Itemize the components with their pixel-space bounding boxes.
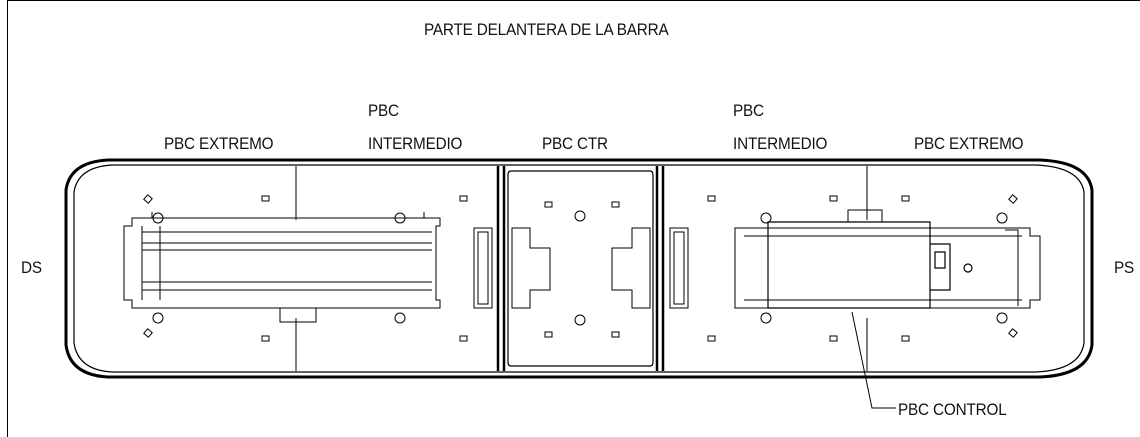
label-control-board: PBC CONTROL xyxy=(898,400,1007,419)
housing-outer xyxy=(64,158,1094,379)
right-bracket xyxy=(734,209,1041,309)
mounting-holes xyxy=(152,210,1008,326)
label-center-board: PBC CTR xyxy=(542,134,608,153)
small-clips xyxy=(143,194,1018,342)
control-board xyxy=(767,221,973,309)
section-dividers xyxy=(496,166,665,371)
board-seams xyxy=(295,166,868,371)
side-label-ps: PS xyxy=(1114,258,1135,277)
label-left-end-board: PBC EXTREMO xyxy=(164,134,274,153)
center-trim xyxy=(507,170,654,367)
label-right-mid-board-line2: INTERMEDIO xyxy=(733,134,828,153)
frame-left-border xyxy=(7,0,8,437)
control-leader-line xyxy=(851,311,896,409)
label-right-mid-board-line1: PBC xyxy=(733,101,764,120)
side-label-ds: DS xyxy=(21,258,42,277)
front-of-bar-title: PARTE DELANTERA DE LA BARRA xyxy=(424,20,669,39)
left-bracket xyxy=(123,212,441,323)
divider-tabs xyxy=(473,227,689,309)
label-left-mid-board-line1: PBC xyxy=(368,101,399,120)
label-right-end-board: PBC EXTREMO xyxy=(914,134,1024,153)
frame-top-border xyxy=(7,0,1140,1)
label-left-mid-board-line2: INTERMEDIO xyxy=(368,134,463,153)
housing-inner xyxy=(73,164,1085,373)
